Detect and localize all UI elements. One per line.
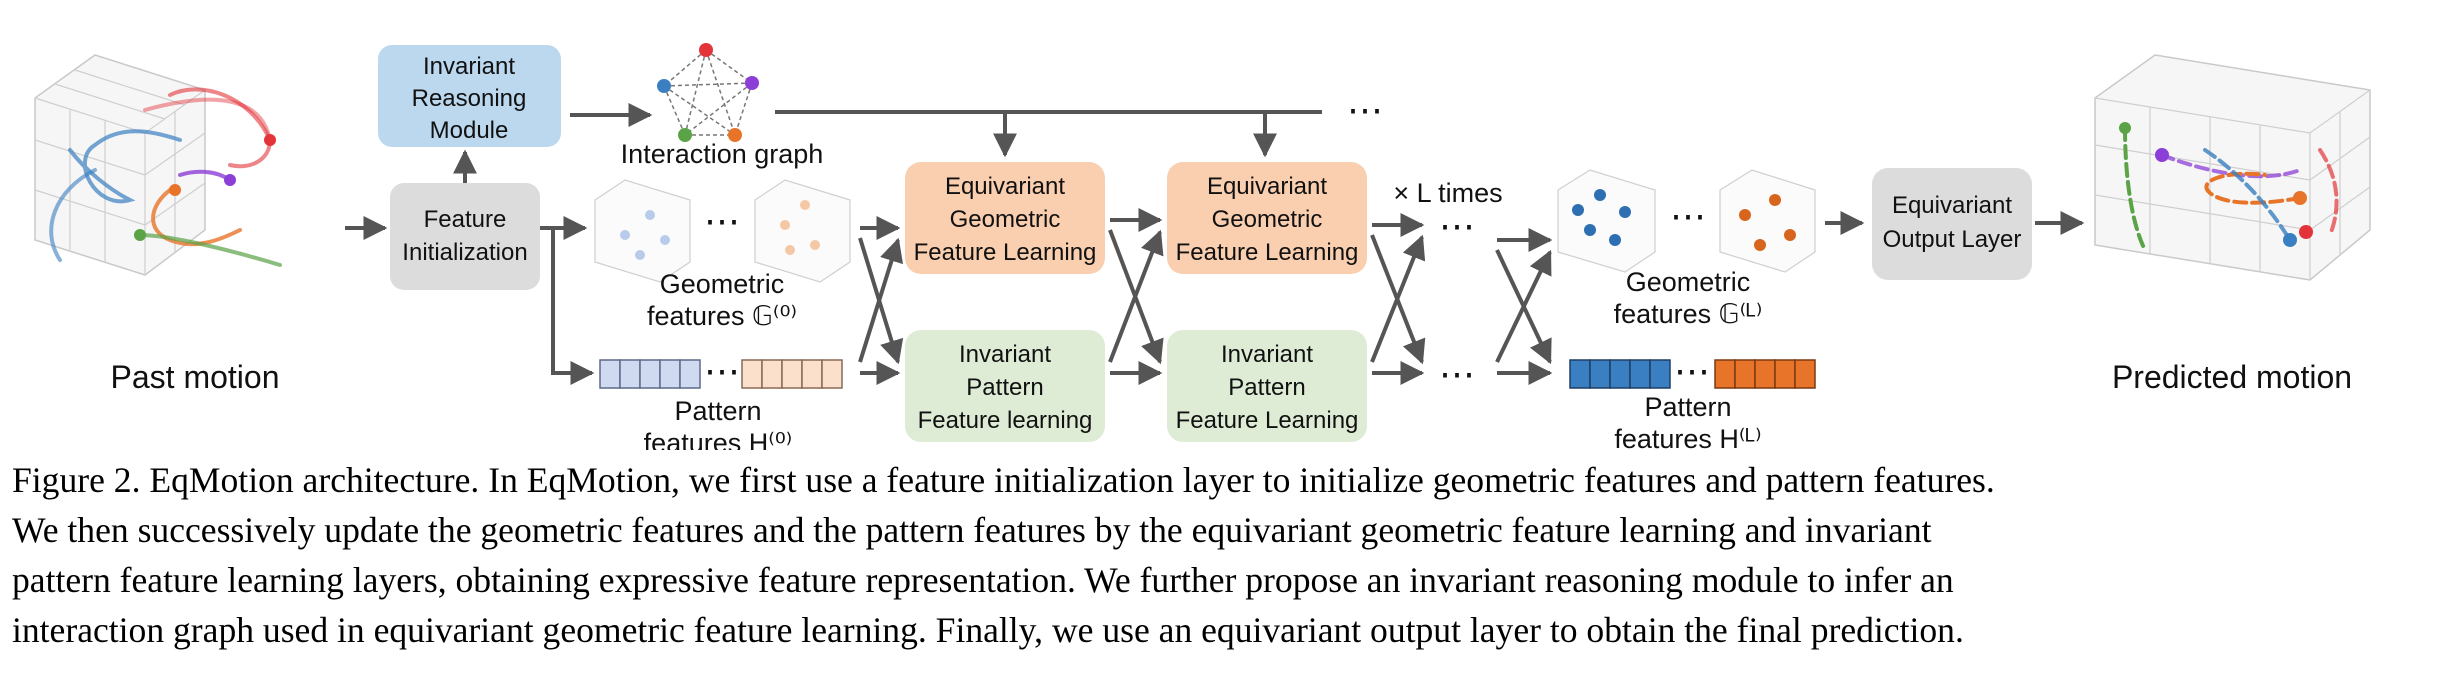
inv2-line-3: Feature Learning <box>1176 407 1359 434</box>
pattern-0-label-line-1: Pattern <box>674 396 761 426</box>
middle-ellipsis-bottom: ⋯ <box>1439 353 1475 394</box>
geometric-features-L-icon <box>1557 169 1816 273</box>
pattern-0-label-line-2: features H⁽⁰⁾ <box>644 428 793 450</box>
output-line-2: Output Layer <box>1883 226 2022 253</box>
cross-arrows-4 <box>1495 228 1553 385</box>
caption-line-2: We then successively update the geometri… <box>12 510 1932 550</box>
invariant-block-2: Invariant Pattern Feature Learning <box>1167 330 1367 442</box>
inv2-line-2: Pattern <box>1228 374 1305 401</box>
invariant-block-1: Invariant Pattern Feature learning <box>905 330 1105 442</box>
cross-arrows-1 <box>858 216 904 385</box>
geometric-0-ellipsis: ⋯ <box>704 200 740 241</box>
architecture-diagram: Past motion Invariant Reasoning Module F… <box>34 43 2371 450</box>
geometric-L-label-line-1: Geometric <box>1626 267 1751 297</box>
pattern-0-ellipsis: ⋯ <box>704 350 740 391</box>
equivariant-block-1: Equivariant Geometric Feature Learning <box>905 162 1105 274</box>
pattern-features-0-icon <box>599 359 843 389</box>
arrow-init-to-pattern <box>551 228 595 385</box>
inv2-line-1: Invariant <box>1221 341 1313 368</box>
inv1-line-3: Feature learning <box>918 407 1093 434</box>
cross-arrows-3 <box>1370 213 1426 385</box>
l-times-label: × L times <box>1393 178 1502 208</box>
reasoning-line-1: Invariant <box>423 53 515 80</box>
cross-arrows-2 <box>1108 208 1164 385</box>
eq1-line-2: Geometric <box>950 206 1061 233</box>
predicted-motion-label: Predicted motion <box>2112 359 2352 395</box>
equivariant-output-layer: Equivariant Output Layer <box>1872 168 2032 280</box>
past-motion-plot <box>34 54 282 276</box>
inv1-line-2: Pattern <box>966 374 1043 401</box>
pattern-L-label-line-2: features H⁽ᴸ⁾ <box>1614 424 1761 450</box>
feature-init-line-2: Initialization <box>402 239 527 266</box>
caption-line-4: interaction graph used in equivariant ge… <box>12 610 1964 650</box>
pattern-L-label-line-1: Pattern <box>1644 392 1731 422</box>
caption-line-1: Figure 2. EqMotion architecture. In EqMo… <box>12 460 1995 500</box>
past-motion-label: Past motion <box>111 359 280 395</box>
output-line-1: Equivariant <box>1892 192 2012 219</box>
interaction-graph-icon <box>657 43 759 142</box>
pattern-L-ellipsis: ⋯ <box>1674 350 1710 391</box>
reasoning-line-2: Reasoning <box>412 85 527 112</box>
equivariant-block-2: Equivariant Geometric Feature Learning <box>1167 162 1367 274</box>
predicted-motion-plot <box>2094 54 2371 281</box>
geometric-0-label-line-1: Geometric <box>660 269 785 299</box>
eq1-line-3: Feature Learning <box>914 239 1097 266</box>
feature-init-line-1: Feature <box>424 206 507 233</box>
invariant-reasoning-module: Invariant Reasoning Module <box>378 45 561 147</box>
eq1-line-1: Equivariant <box>945 173 1065 200</box>
eq2-line-2: Geometric <box>1212 206 1323 233</box>
eq2-line-1: Equivariant <box>1207 173 1327 200</box>
figure-caption: Figure 2. EqMotion architecture. In EqMo… <box>12 455 2432 655</box>
feature-initialization-block: Feature Initialization <box>390 183 540 290</box>
geometric-features-0-icon <box>594 179 851 283</box>
pattern-features-L-icon <box>1569 359 1816 389</box>
eq2-line-3: Feature Learning <box>1176 239 1359 266</box>
caption-line-3: pattern feature learning layers, obtaini… <box>12 560 1954 600</box>
interaction-graph-label: Interaction graph <box>621 139 824 169</box>
reasoning-line-3: Module <box>430 117 509 144</box>
middle-ellipsis-top: ⋯ <box>1439 205 1475 246</box>
inv1-line-1: Invariant <box>959 341 1051 368</box>
graph-ellipsis: ⋯ <box>1347 89 1383 130</box>
geometric-L-ellipsis: ⋯ <box>1670 195 1706 236</box>
geometric-L-label-line-2: features 𝔾⁽ᴸ⁾ <box>1614 299 1763 329</box>
geometric-0-label-line-2: features 𝔾⁽⁰⁾ <box>647 301 797 331</box>
